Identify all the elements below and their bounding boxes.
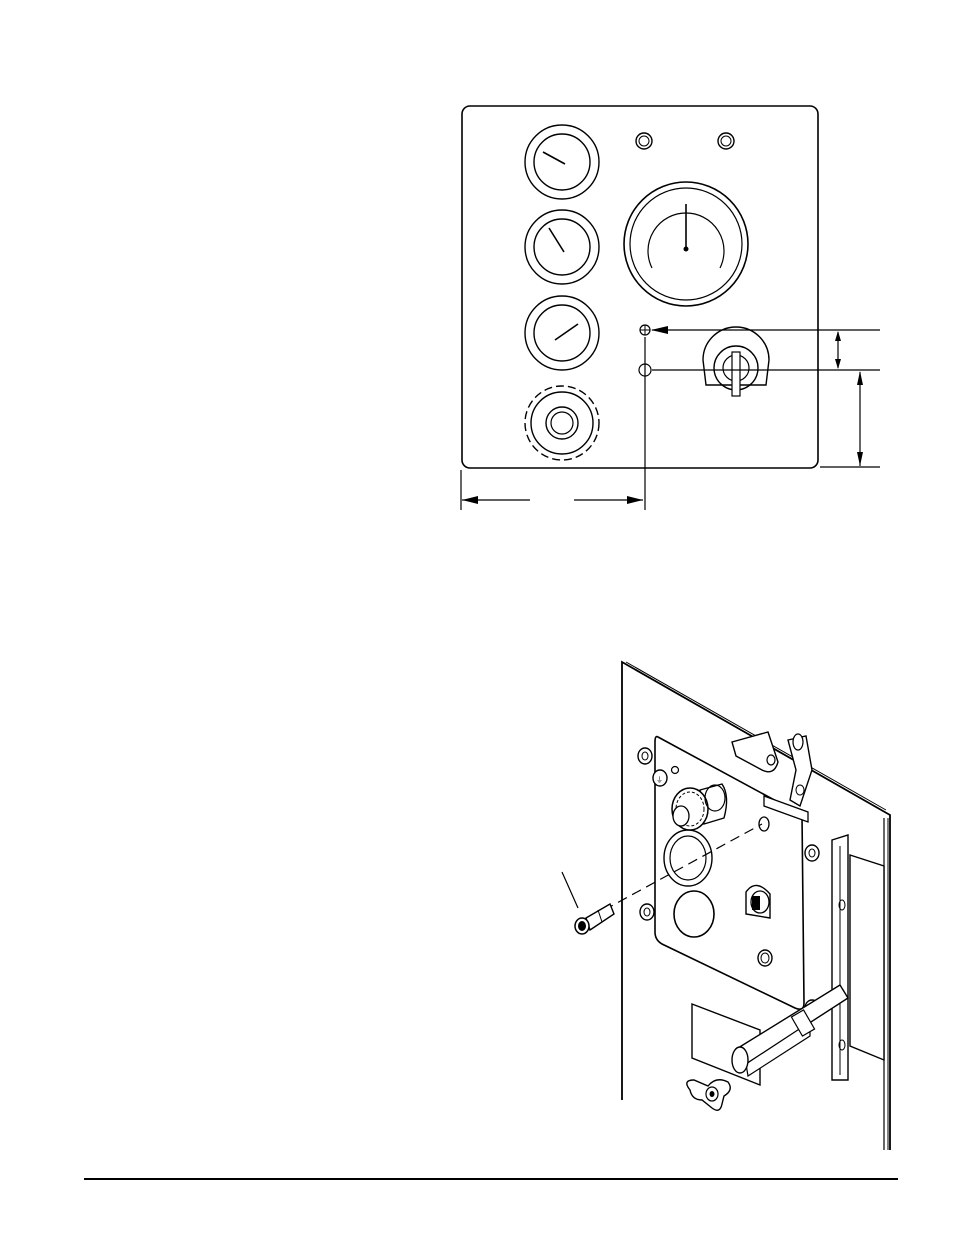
panel-exploded-drawing: ⏚ bbox=[550, 655, 900, 1155]
dimension-arrow-icon bbox=[462, 496, 478, 504]
control-panel-plate bbox=[655, 737, 804, 1010]
pilot-light-icon bbox=[758, 950, 772, 966]
control-panel-outline bbox=[462, 106, 818, 468]
dimension-arrow-icon bbox=[835, 331, 841, 341]
gauge-icon bbox=[525, 210, 599, 284]
knob-icon bbox=[525, 386, 599, 460]
page-footer-rule bbox=[84, 1178, 898, 1180]
selector-switch-icon bbox=[703, 327, 769, 396]
drill-hole-mark-icon bbox=[640, 325, 650, 335]
mounting-stud-icon bbox=[640, 904, 654, 920]
dimension-arrow-icon bbox=[835, 359, 841, 369]
side-rail-icon bbox=[832, 835, 884, 1080]
dimension-arrow-icon bbox=[857, 371, 863, 385]
label-icon: ⏚ bbox=[653, 770, 667, 786]
mounting-stud-icon bbox=[638, 748, 652, 764]
pilot-light-icon bbox=[718, 133, 734, 149]
panel-layout-figure bbox=[440, 95, 890, 520]
gauge-icon bbox=[525, 296, 599, 370]
selector-switch-icon bbox=[746, 885, 770, 918]
dimension-arrow-icon bbox=[857, 452, 863, 466]
pilot-light-icon bbox=[636, 133, 652, 149]
panel-layout-drawing bbox=[440, 95, 890, 520]
dimension-arrow-icon bbox=[627, 496, 643, 504]
mounting-stud-icon bbox=[805, 845, 819, 861]
dimension-arrow-icon bbox=[651, 326, 668, 334]
pilot-light-icon[interactable] bbox=[575, 904, 614, 934]
gauge-icon bbox=[525, 125, 599, 199]
callout-leader-line bbox=[562, 872, 578, 908]
svg-text:⏚: ⏚ bbox=[656, 776, 663, 784]
gauge-icon bbox=[624, 182, 748, 306]
panel-exploded-figure: ⏚ bbox=[550, 655, 900, 1155]
wing-nut-icon[interactable] bbox=[687, 1080, 730, 1111]
